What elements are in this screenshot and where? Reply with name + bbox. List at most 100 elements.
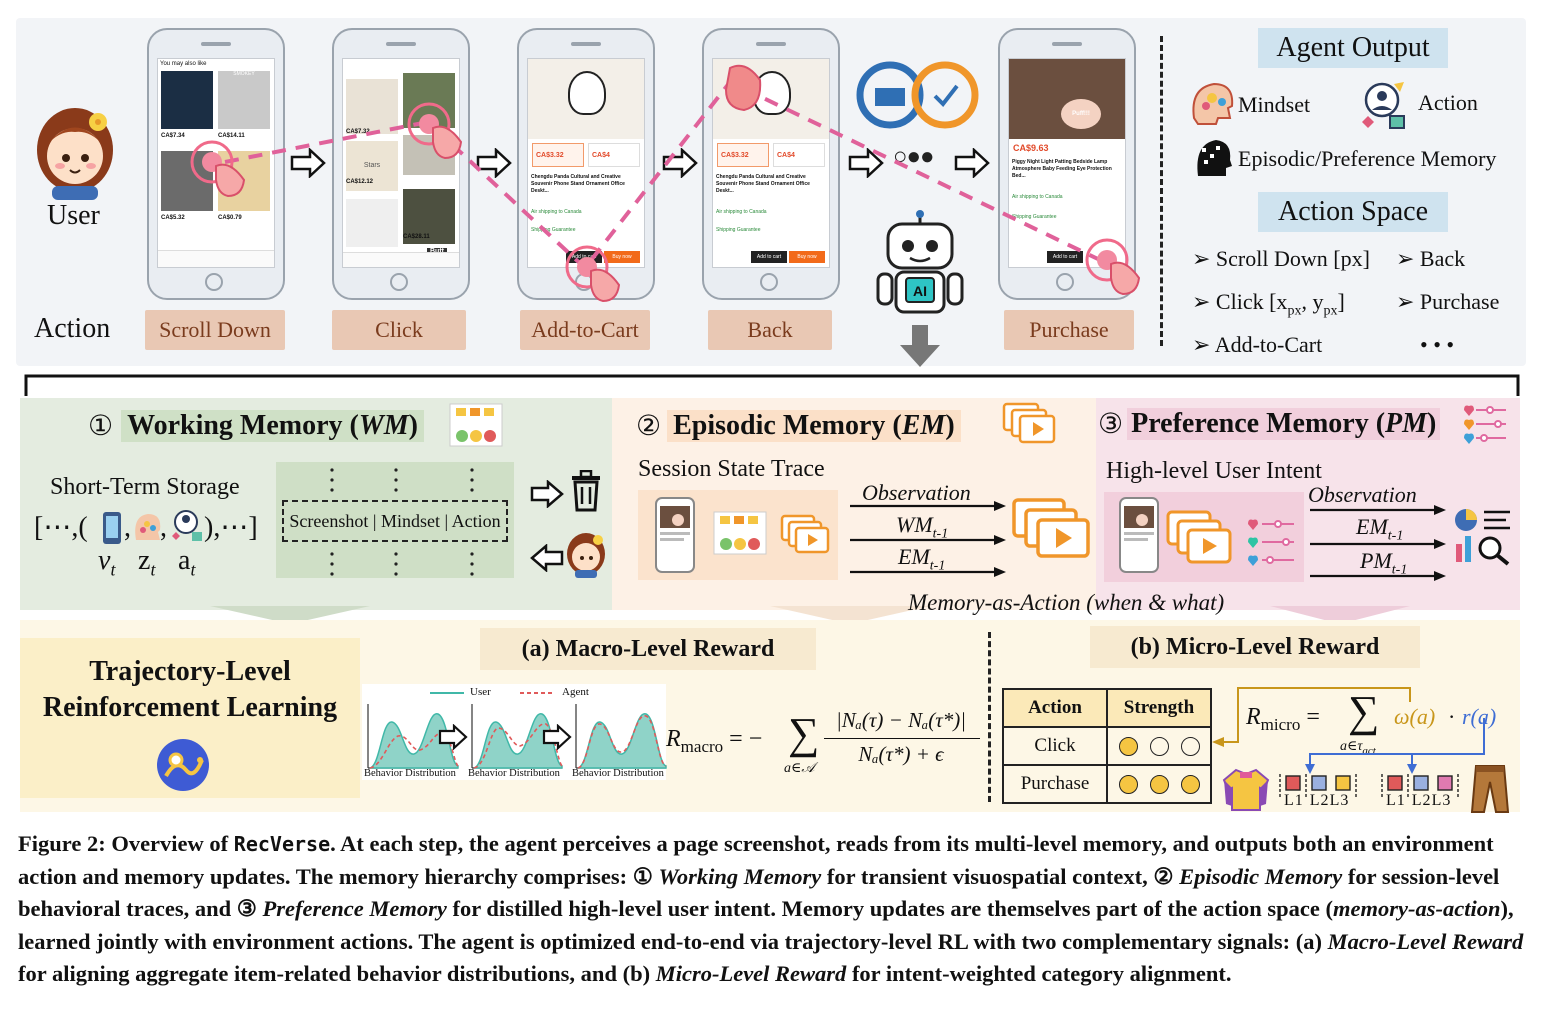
micro-lhs: Rmicro = bbox=[1246, 704, 1320, 734]
pm-subtitle: High-level User Intent bbox=[1106, 458, 1322, 484]
action-tag-scroll-down: Scroll Down bbox=[145, 310, 285, 350]
screen-price: CA$0.79 bbox=[218, 215, 242, 221]
em-arrow-label-em: EMt-1 bbox=[898, 544, 946, 574]
table-row-purchase: Purchase bbox=[1002, 764, 1212, 804]
jacket-icon bbox=[1222, 768, 1270, 811]
phone-screen: Stars CA$7.32 CA$12.12 CA$28.11 Butt bbox=[342, 58, 460, 268]
screen-row: Air shipping to Canada bbox=[531, 209, 582, 215]
mindset-icon bbox=[1192, 82, 1234, 125]
dist-label-1: Behavior Distribution bbox=[364, 768, 456, 779]
screen-item: Puff!!! bbox=[1061, 99, 1101, 129]
screen-price: CA$4 bbox=[773, 143, 825, 167]
next-arrow-icon bbox=[662, 148, 698, 178]
tap-hand-icon bbox=[407, 102, 463, 160]
table-row-click: Click bbox=[1002, 726, 1212, 766]
strength-dot-filled bbox=[1118, 737, 1138, 757]
screen-item: SMOKEY bbox=[218, 71, 270, 129]
strength-dot-filled bbox=[1180, 775, 1200, 795]
video-stack-icon bbox=[780, 514, 830, 554]
right-arrow-icon bbox=[530, 480, 564, 508]
strength-dot-empty bbox=[1149, 737, 1169, 757]
video-stack-icon bbox=[1166, 510, 1232, 564]
wm-storage-label: Short-Term Storage bbox=[50, 474, 240, 500]
micro-connectors bbox=[1212, 687, 1485, 774]
trash-icon bbox=[572, 470, 600, 512]
legend-agent-swatch bbox=[520, 692, 554, 694]
screen-price: CA$4 bbox=[588, 143, 640, 167]
micro-omega: ω(a) bbox=[1394, 704, 1436, 729]
action-space-back: ➢ Back bbox=[1396, 246, 1466, 271]
distribution-plot-1 bbox=[367, 704, 459, 769]
divider bbox=[1160, 36, 1163, 346]
screen-add-to-cart-button: Add to cart bbox=[751, 251, 787, 263]
panel-down-arrows bbox=[210, 606, 1410, 624]
robot-agent-icon: AI bbox=[876, 210, 964, 314]
screen-item: Butt bbox=[427, 248, 447, 255]
phone-click: Stars CA$7.32 CA$12.12 CA$28.11 Butt bbox=[332, 28, 470, 300]
table-header-strength: Strength bbox=[1106, 688, 1212, 728]
memory-as-action-label: Memory-as-Action (when & what) bbox=[908, 590, 1225, 615]
down-arrow-icon bbox=[900, 325, 940, 367]
wm-list-open: [⋯,( bbox=[34, 512, 88, 543]
ai-label: AI bbox=[913, 283, 927, 299]
rl-logo-icon bbox=[157, 739, 209, 791]
screen-price: CA$9.63 bbox=[1013, 143, 1049, 153]
action-space-add-to-cart: ➢ Add-to-Cart bbox=[1192, 332, 1323, 357]
legend-agent: Agent bbox=[562, 686, 589, 698]
phone-screenshot-icon bbox=[1119, 497, 1159, 573]
output-mindset: Mindset bbox=[1238, 92, 1311, 117]
wm-buffer bbox=[276, 462, 514, 578]
macro-sum-sub: a∈𝒜 bbox=[784, 761, 815, 776]
strength-table: Action Strength Click Purchase bbox=[1002, 688, 1212, 804]
action-tag-add-to-cart: Add-to-Cart bbox=[520, 310, 650, 350]
pm-arrow-label-em: EMt-1 bbox=[1356, 514, 1404, 544]
phone-icon bbox=[103, 512, 121, 544]
strength-dot-empty bbox=[1180, 737, 1200, 757]
wm-buffer-dots bbox=[330, 468, 474, 576]
action-space-scroll-down: ➢ Scroll Down [px] bbox=[1192, 246, 1370, 271]
output-action: Action bbox=[1418, 90, 1478, 115]
pm-title: ③ Preference Memory (PM) bbox=[1098, 402, 1441, 446]
table-header-action: Action bbox=[1002, 688, 1108, 728]
tap-hand-icon bbox=[1085, 238, 1141, 296]
screen-row: Shipping Guarantee bbox=[716, 227, 761, 233]
rl-title: Trajectory-Level Reinforcement Learning bbox=[42, 656, 338, 723]
analytics-icon bbox=[1455, 509, 1510, 566]
screen-add-to-cart-button: Add to cart bbox=[1047, 251, 1083, 263]
strength-dot-filled bbox=[1118, 775, 1138, 795]
left-arrow-icon bbox=[530, 544, 564, 572]
wm-buffer-row: Screenshot | Mindset | Action bbox=[282, 500, 508, 542]
pm-arrows bbox=[1310, 505, 1446, 581]
reward-divider bbox=[988, 632, 991, 802]
next-arrow-icon bbox=[290, 148, 326, 178]
micro-sum-symbol: ∑ bbox=[1348, 687, 1380, 736]
comma: , bbox=[160, 512, 167, 543]
screen-title: Chengdu Panda Cultural and Creative Souv… bbox=[531, 174, 625, 194]
wm-title: ① Working Memory (WM) bbox=[88, 404, 424, 448]
wm-var-v: vt bbox=[98, 545, 116, 580]
action-label: Action bbox=[34, 313, 111, 344]
macro-numerator: |Nₐ(τ) − Nₐ(τ*)| bbox=[835, 708, 967, 732]
action-space-more: • • • bbox=[1420, 332, 1455, 357]
action-tag-purchase: Purchase bbox=[1004, 310, 1134, 350]
screen-price: CA$12.12 bbox=[346, 179, 374, 185]
tap-hand-icon bbox=[565, 245, 621, 303]
micro-r: r(a) bbox=[1462, 704, 1497, 729]
figure-caption: Figure 2: Overview of RecVerse. At each … bbox=[18, 831, 1524, 986]
video-stack-icon bbox=[1002, 402, 1056, 444]
macro-sum-symbol: ∑ bbox=[788, 709, 820, 758]
micro-reward-title: (b) Micro-Level Reward bbox=[1090, 626, 1420, 668]
level-boxes-right bbox=[1381, 774, 1459, 798]
pm-arrow-label-pm: PMt-1 bbox=[1360, 548, 1408, 578]
screen-title: Piggy Night Light Patting Bedside Lamp A… bbox=[1012, 159, 1112, 179]
screen-price: CA$28.11 bbox=[403, 234, 430, 240]
em-arrow-label-wm: WMt-1 bbox=[896, 512, 949, 542]
em-subtitle: Session State Trace bbox=[638, 456, 825, 482]
agent-output-title: Agent Output bbox=[1258, 28, 1448, 68]
action-icon bbox=[1362, 82, 1405, 129]
dist-label-3: Behavior Distribution bbox=[572, 768, 664, 779]
screen-price: CA$3.32 bbox=[532, 143, 584, 167]
action-tag-click: Click bbox=[332, 310, 466, 350]
